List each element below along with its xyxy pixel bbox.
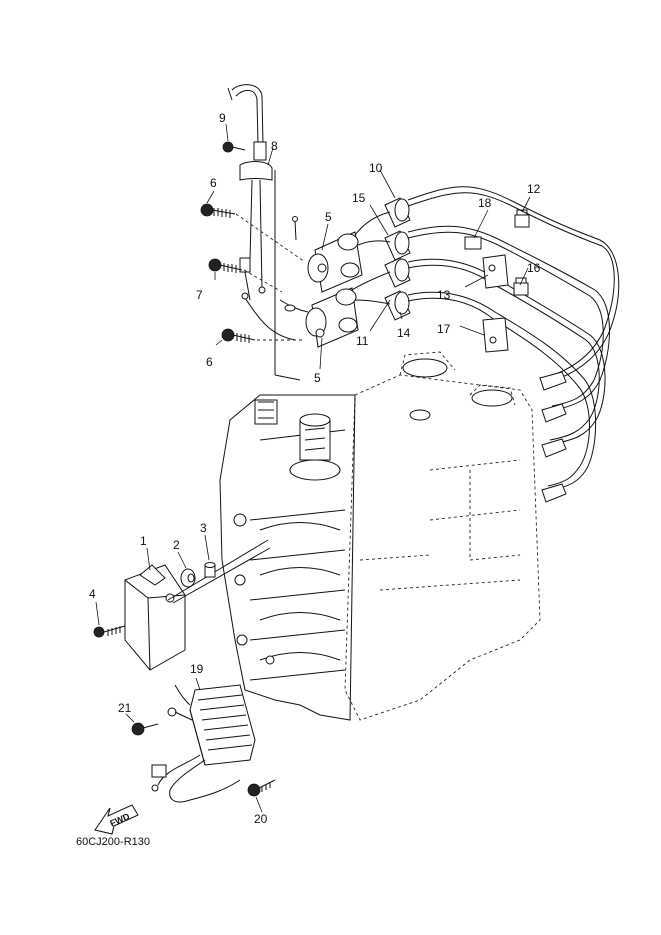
callout-15: 15 — [352, 191, 366, 205]
cdi-unit — [124, 539, 271, 671]
bolts — [200, 141, 309, 343]
cord-clamps — [464, 209, 530, 353]
fwd-label: FWD — [108, 811, 131, 829]
callout-11: 11 — [356, 334, 369, 348]
callout-20: 20 — [254, 812, 268, 826]
callout-18: 18 — [478, 196, 492, 210]
engine-block — [219, 351, 541, 721]
callout-2: 2 — [173, 538, 180, 552]
callout-labels: 1 2 3 4 5 5 6 6 7 8 9 10 11 12 13 14 15 … — [89, 111, 541, 826]
callout-4: 4 — [89, 587, 96, 601]
callout-7: 7 — [196, 288, 203, 302]
rectifier-regulator — [151, 684, 256, 803]
fwd-arrow-icon: FWD — [94, 804, 139, 835]
ignition-coil-lower — [305, 287, 359, 348]
callout-12: 12 — [527, 182, 541, 196]
bolt-4 — [93, 625, 126, 638]
callout-6-upper: 6 — [210, 176, 217, 190]
callout-5-lower: 5 — [314, 371, 321, 385]
callout-19: 19 — [190, 662, 204, 676]
callout-5-upper: 5 — [325, 210, 332, 224]
callout-9: 9 — [219, 111, 226, 125]
grommet-collar — [180, 562, 216, 588]
callout-1: 1 — [140, 534, 147, 548]
wire-harness — [227, 84, 301, 381]
callout-16: 16 — [527, 261, 541, 275]
callout-8: 8 — [271, 139, 278, 153]
bolts-20-21 — [131, 722, 276, 797]
callout-14: 14 — [397, 326, 411, 340]
callout-3: 3 — [200, 521, 207, 535]
callout-17: 17 — [437, 322, 451, 336]
callout-21: 21 — [118, 701, 132, 715]
plug-cords — [351, 186, 620, 503]
callout-13: 13 — [437, 288, 451, 302]
leader-lines — [95, 123, 531, 813]
ignition-coil-upper — [307, 231, 363, 293]
diagram-code: 60CJ200-R130 — [76, 836, 150, 848]
callout-6-lower: 6 — [206, 355, 213, 369]
callout-10: 10 — [369, 161, 383, 175]
